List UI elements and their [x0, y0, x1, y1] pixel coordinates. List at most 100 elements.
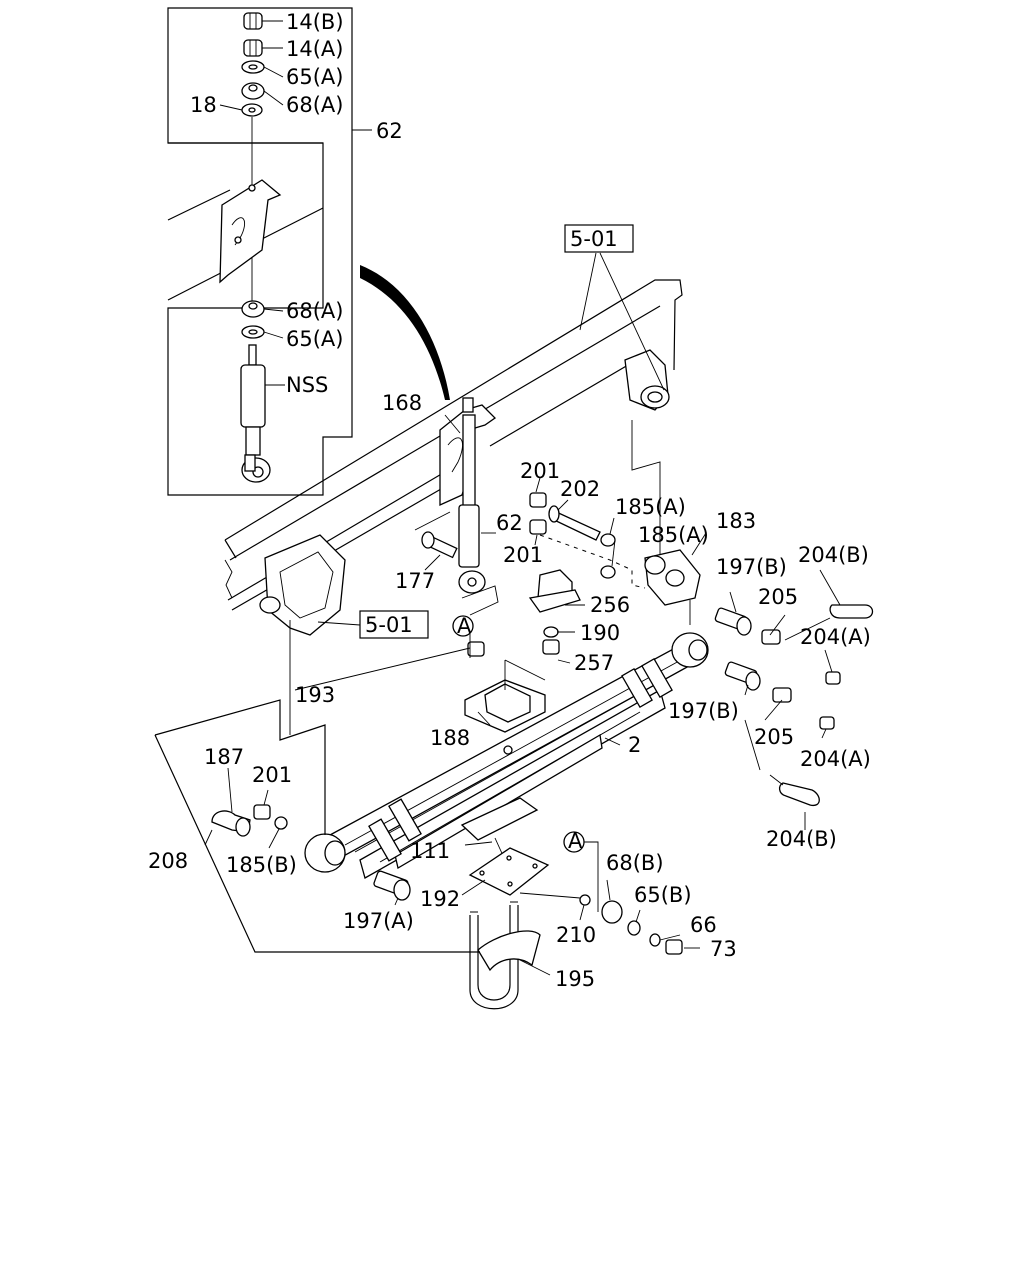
label-185a-2: 185(A) — [638, 523, 709, 547]
grease-nipple-187 — [211, 810, 251, 837]
washer-210 — [579, 894, 591, 906]
bump-stopper-256 — [528, 569, 581, 613]
bolt-197a — [373, 870, 411, 901]
nut-14a — [243, 39, 263, 57]
label-nss: NSS — [286, 373, 328, 397]
label-68a-top: 68(A) — [286, 93, 343, 117]
label-204b-2: 204(B) — [766, 827, 837, 851]
washer-185b — [274, 816, 288, 830]
label-14a: 14(A) — [286, 37, 343, 61]
label-66: 66 — [690, 913, 717, 937]
label-204a-2: 204(A) — [800, 747, 871, 771]
label-201-a: 201 — [520, 459, 560, 483]
circle-marker-a-2 — [563, 831, 585, 853]
label-14b: 14(B) — [286, 10, 344, 34]
label-73: 73 — [710, 937, 737, 961]
washer-66 — [649, 933, 661, 947]
nut-201-upper — [529, 492, 547, 508]
label-177: 177 — [395, 569, 435, 593]
nut-201-lower — [529, 519, 547, 535]
fitting-204a-lower — [819, 716, 835, 730]
washer-185a-2 — [600, 565, 616, 579]
label-68b: 68(B) — [606, 851, 664, 875]
shock-absorber-inset — [167, 7, 372, 496]
ref-box-5-01-top — [564, 224, 634, 253]
nut-193 — [467, 641, 485, 657]
label-2: 2 — [628, 733, 641, 757]
shock-absorber-nss — [240, 344, 271, 483]
nut-257 — [542, 639, 560, 655]
label-65a-top: 65(A) — [286, 65, 343, 89]
label-183: 183 — [716, 509, 756, 533]
washer-65a-top — [241, 60, 265, 74]
label-187: 187 — [204, 745, 244, 769]
bushing-68a-top — [241, 82, 265, 100]
label-204b-1: 204(B) — [798, 543, 869, 567]
label-62-inset: 62 — [376, 119, 403, 143]
bolt-177 — [421, 531, 458, 559]
plate-192 — [468, 847, 550, 896]
union-205-lower — [772, 687, 792, 703]
label-65a-low: 65(A) — [286, 327, 343, 351]
label-193: 193 — [295, 683, 335, 707]
label-65b: 65(B) — [634, 883, 692, 907]
label-257: 257 — [574, 651, 614, 675]
label-111: 111 — [410, 839, 450, 863]
label-210: 210 — [556, 923, 596, 947]
bushing-68b — [601, 900, 623, 924]
nut-73 — [665, 939, 683, 955]
bracket-inset — [167, 179, 324, 301]
label-62: 62 — [496, 511, 523, 535]
washer-65b — [627, 920, 641, 936]
label-190: 190 — [580, 621, 620, 645]
label-204a-1: 204(A) — [800, 625, 871, 649]
label-197a: 197(A) — [343, 909, 414, 933]
label-195: 195 — [555, 967, 595, 991]
nut-201-front — [253, 804, 271, 820]
elbow-204b-upper — [829, 604, 874, 619]
union-205-upper — [761, 629, 781, 645]
label-197b-1: 197(B) — [716, 555, 787, 579]
label-201-c: 201 — [252, 763, 292, 787]
shackle-pin-202 — [548, 505, 601, 541]
label-ref-5-01-top: 5-01 — [570, 227, 618, 251]
fitting-204a-upper — [825, 671, 841, 685]
label-197b-2: 197(B) — [668, 699, 739, 723]
label-168: 168 — [382, 391, 422, 415]
circle-marker-a-1 — [452, 615, 474, 637]
nut-14b — [243, 12, 263, 30]
label-185a-1: 185(A) — [615, 495, 686, 519]
label-205-2: 205 — [754, 725, 794, 749]
bolt-197b-upper — [714, 607, 752, 636]
frame-rail — [224, 279, 683, 636]
shock-absorber-62 — [414, 414, 499, 616]
label-256: 256 — [590, 593, 630, 617]
washer-65a-low — [241, 325, 265, 339]
bushing-68a-low — [241, 300, 265, 318]
u-bolt-195 — [469, 901, 541, 1010]
ref-box-5-01-left — [359, 610, 429, 639]
shackle-183 — [644, 549, 701, 606]
label-201-b: 201 — [503, 543, 543, 567]
label-68a-low: 68(A) — [286, 299, 343, 323]
spring-seat-188 — [464, 659, 546, 733]
label-205-1: 205 — [758, 585, 798, 609]
washer-18 — [241, 103, 263, 117]
bolt-197b-lower — [724, 661, 761, 691]
label-192: 192 — [420, 887, 460, 911]
label-202: 202 — [560, 477, 600, 501]
label-18: 18 — [190, 93, 217, 117]
label-188: 188 — [430, 726, 470, 750]
washer-185a-1 — [600, 533, 616, 547]
detail-arrow — [360, 265, 450, 400]
label-circle-a-1: A — [457, 614, 472, 638]
leaf-spring-2 — [304, 632, 709, 879]
elbow-204b-lower — [778, 782, 820, 807]
label-ref-5-01-left: 5-01 — [365, 613, 413, 637]
washer-190 — [543, 626, 559, 638]
label-185b: 185(B) — [226, 853, 297, 877]
leader-lines — [154, 252, 841, 976]
label-circle-a-2: A — [568, 829, 583, 853]
label-208: 208 — [148, 849, 188, 873]
